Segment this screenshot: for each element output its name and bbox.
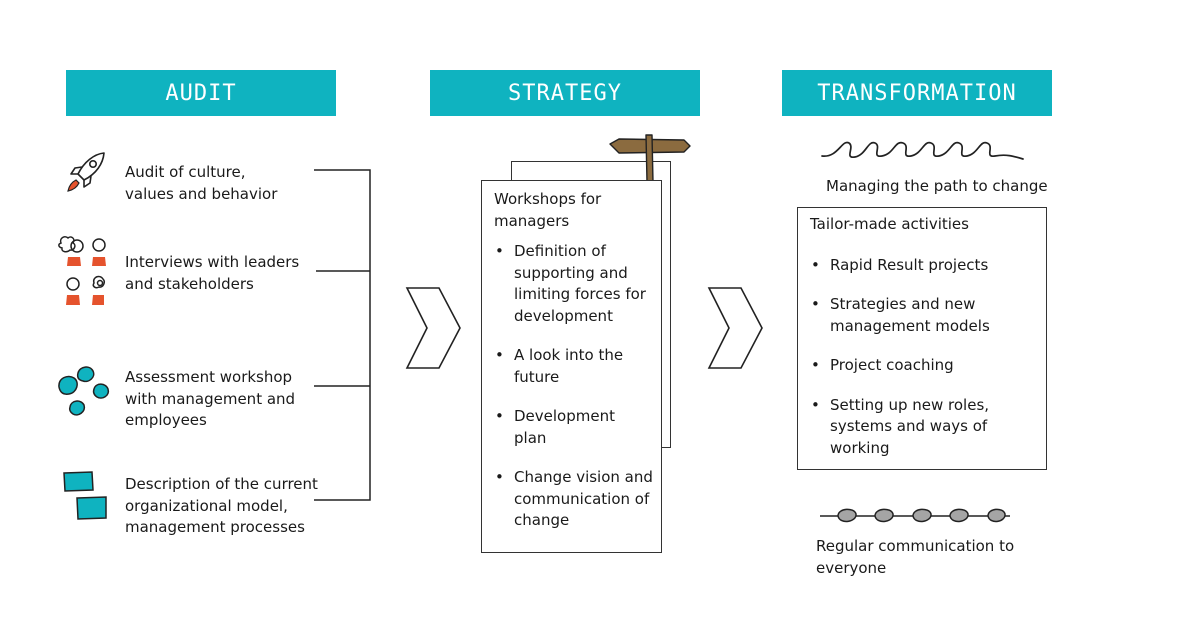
chevron-arrow-2: [707, 287, 763, 369]
cards-icon: [63, 471, 107, 520]
audit-item-culture: Audit of culture, values and behavior: [125, 163, 278, 203]
transformation-card-title: Tailor-made activities: [810, 215, 969, 233]
communication-label: Regular communication to everyone: [816, 537, 1015, 577]
beads-string-icon: [820, 508, 1010, 523]
header-audit: AUDIT: [66, 70, 336, 116]
audit-item-assessment: Assessment workshop with management and …: [125, 368, 296, 429]
strategy-item: A look into the future: [494, 345, 653, 388]
strategy-card: Workshops for managers Definition of sup…: [481, 180, 662, 553]
transformation-item: Rapid Result projects: [810, 255, 1038, 277]
strategy-list: Definition of supporting and limiting fo…: [494, 241, 653, 532]
bubbles-icon: [58, 366, 110, 416]
chevron-arrow-1: [405, 287, 461, 369]
squiggle-path-icon: [821, 141, 1024, 160]
transformation-item: Strategies and new management models: [810, 294, 1038, 337]
transformation-item: Setting up new roles, systems and ways o…: [810, 395, 1038, 460]
strategy-item: Definition of supporting and limiting fo…: [494, 241, 653, 327]
audit-item-interviews: Interviews with leaders and stakeholders: [125, 253, 300, 293]
header-strategy: STRATEGY: [430, 70, 700, 116]
strategy-card-title: Workshops for managers: [494, 190, 602, 230]
audit-item-description: Description of the current organizationa…: [125, 475, 318, 536]
transformation-list: Rapid Result projects Strategies and new…: [810, 255, 1038, 460]
transformation-card: Tailor-made activities Rapid Result proj…: [797, 207, 1047, 470]
path-label: Managing the path to change: [826, 177, 1048, 195]
people-icon: [58, 236, 106, 305]
header-transformation: TRANSFORMATION: [782, 70, 1052, 116]
strategy-item: Development plan: [494, 406, 653, 449]
strategy-item: Change vision and communication of chang…: [494, 467, 653, 532]
rocket-icon: [67, 152, 105, 192]
transformation-item: Project coaching: [810, 355, 1038, 377]
